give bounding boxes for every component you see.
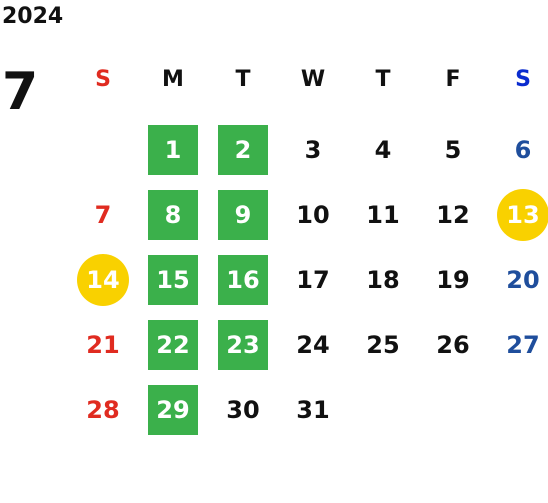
day-number: 26 [436,331,470,359]
day-number: 19 [436,266,470,294]
weekday-header-wed: W [300,67,326,92]
day-cell-14: 14 [73,254,133,306]
weekday-header-tue: T [235,67,251,92]
day-number: 25 [366,331,400,359]
day-cell-17: 17 [283,255,343,305]
day-cell-20: 20 [493,255,548,305]
day-cell-30: 30 [213,385,273,435]
month-number: 7 [2,62,39,122]
day-number: 13 [506,201,540,229]
day-number: 31 [296,396,330,424]
day-number: 15 [156,266,190,294]
day-cell-27: 27 [493,320,548,370]
day-cell-28: 28 [73,385,133,435]
day-number: 30 [226,396,260,424]
day-number: 7 [94,201,112,229]
day-number: 12 [436,201,470,229]
day-number: 9 [234,201,252,229]
day-number: 4 [374,136,392,164]
day-cell-21: 21 [73,320,133,370]
day-cell-6: 6 [493,125,548,175]
day-number: 1 [164,136,182,164]
day-number: 3 [304,136,322,164]
day-cell-29: 29 [143,385,203,435]
weekday-header-thu: T [375,67,391,92]
day-number: 11 [366,201,400,229]
day-cell-4: 4 [353,125,413,175]
day-cell-25: 25 [353,320,413,370]
day-cell-3: 3 [283,125,343,175]
day-number: 27 [506,331,540,359]
weekday-header-mon: M [162,67,184,92]
day-number: 20 [506,266,540,294]
day-number: 22 [156,331,190,359]
day-cell-9: 9 [213,190,273,240]
day-number: 23 [226,331,260,359]
day-cell-13: 13 [493,189,548,241]
day-cell-18: 18 [353,255,413,305]
day-number: 8 [164,201,182,229]
day-cell-12: 12 [423,190,483,240]
day-cell-23: 23 [213,320,273,370]
day-cell-7: 7 [73,190,133,240]
day-number: 14 [86,266,120,294]
day-cell-16: 16 [213,255,273,305]
day-cell-1: 1 [143,125,203,175]
day-number: 10 [296,201,330,229]
day-cell-19: 19 [423,255,483,305]
weekday-header-sat: S [515,67,531,92]
day-number: 18 [366,266,400,294]
day-cell-10: 10 [283,190,343,240]
day-number: 16 [226,266,260,294]
day-cell-5: 5 [423,125,483,175]
day-cell-24: 24 [283,320,343,370]
day-cell-8: 8 [143,190,203,240]
day-number: 28 [86,396,120,424]
day-number: 2 [234,136,252,164]
day-number: 21 [86,331,120,359]
day-cell-26: 26 [423,320,483,370]
day-cell-31: 31 [283,385,343,435]
day-number: 6 [514,136,532,164]
day-number: 24 [296,331,330,359]
weekday-header-fri: F [445,67,461,92]
day-number: 29 [156,396,190,424]
day-cell-15: 15 [143,255,203,305]
day-cell-11: 11 [353,190,413,240]
year-label: 2024 [2,4,64,29]
day-number: 5 [444,136,462,164]
weekday-header-sun: S [95,67,111,92]
day-cell-2: 2 [213,125,273,175]
day-number: 17 [296,266,330,294]
day-cell-22: 22 [143,320,203,370]
